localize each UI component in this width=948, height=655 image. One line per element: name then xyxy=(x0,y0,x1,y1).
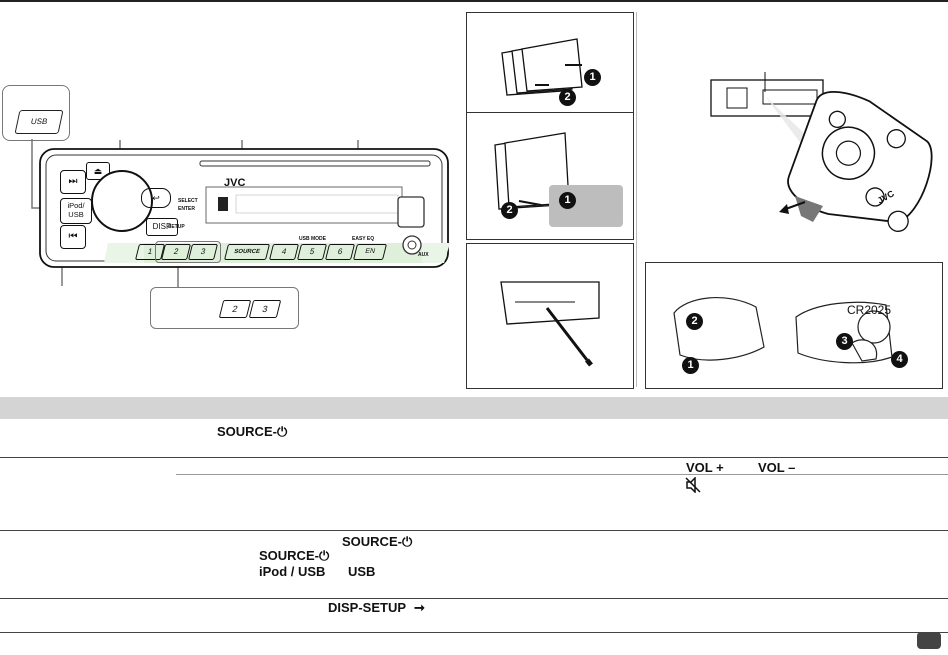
page-language-tab xyxy=(917,632,941,649)
usb-key-callout: USB xyxy=(2,85,70,141)
aux-label: AUX xyxy=(418,252,429,258)
row-divider-1 xyxy=(0,457,948,458)
remote-illustration: JVC xyxy=(645,12,940,257)
attach-step-2-marker: 2 xyxy=(559,89,576,106)
attach-faceplate-illustration xyxy=(501,38,583,96)
preset-6-button[interactable]: 6 xyxy=(325,244,355,260)
battery-panel: CR2025 2 3 4 1 xyxy=(645,262,943,389)
preset-en-button[interactable]: EN xyxy=(353,244,387,260)
battery-step-1: 1 xyxy=(682,357,699,374)
attach-faceplate-panel: 1 2 xyxy=(466,12,634,114)
source-button[interactable]: SOURCE xyxy=(224,244,270,260)
vol-minus-key: VOL – xyxy=(758,460,796,475)
prev-button[interactable]: ⏮ xyxy=(60,225,86,249)
battery-step-3: 3 xyxy=(836,333,853,350)
ipod-usb-key: iPod / USB xyxy=(259,564,326,579)
battery-step-4: 4 xyxy=(891,351,908,368)
reset-illustration xyxy=(500,281,600,367)
select-label: SELECT xyxy=(178,198,198,204)
usb-mode-label: USB MODE xyxy=(299,236,326,242)
source-power-key: SOURCE-⏻ xyxy=(217,424,288,439)
row-divider-4 xyxy=(0,632,948,633)
detach-faceplate-panel: 1 2 xyxy=(466,112,634,240)
battery-step-2: 2 xyxy=(686,313,703,330)
source-power-key-3: SOURCE-⏻ xyxy=(259,548,330,563)
top-rule xyxy=(0,0,948,2)
preset-2-3-highlight xyxy=(155,241,221,263)
battery-type-label: CR2025 xyxy=(847,303,892,317)
row-divider-3 xyxy=(0,598,948,599)
preset-4-button[interactable]: 4 xyxy=(269,244,299,260)
callout-key-2: 2 xyxy=(218,300,252,318)
row-divider-2 xyxy=(0,530,948,531)
vol-plus-key: VOL + xyxy=(686,460,724,475)
table-header-bar xyxy=(0,397,948,419)
next-button[interactable]: ⏭ xyxy=(60,170,86,194)
disp-setup-key: DISP-SETUP xyxy=(328,600,407,615)
arrow-icon: ➞ xyxy=(414,600,425,615)
source-power-key-2: SOURCE-⏻ xyxy=(342,534,413,549)
reset-panel xyxy=(466,243,634,389)
setup-label: SETUP xyxy=(168,224,185,230)
enter-label: ENTER xyxy=(178,206,195,212)
attach-step-1-marker: 1 xyxy=(584,69,601,86)
disp-button[interactable]: DISP xyxy=(146,218,178,236)
detach-step-2-marker: 2 xyxy=(501,202,518,219)
callout-key-3: 3 xyxy=(248,300,282,318)
column-divider xyxy=(636,12,637,387)
brand-logo: JVC xyxy=(224,177,246,189)
preset-2-3-callout: 2 3 xyxy=(150,287,299,329)
ipod-usb-button[interactable]: iPod/ USB xyxy=(60,198,92,224)
usb-key-text: USB xyxy=(348,564,376,579)
easy-eq-label: EASY EQ xyxy=(352,236,375,242)
detach-faceplate-illustration xyxy=(494,132,623,227)
detach-step-1-marker: 1 xyxy=(559,192,576,209)
row-divider-1b xyxy=(176,474,948,475)
preset-5-button[interactable]: 5 xyxy=(297,244,327,260)
mute-icon xyxy=(685,477,701,493)
back-button[interactable]: ↩ xyxy=(141,188,171,208)
